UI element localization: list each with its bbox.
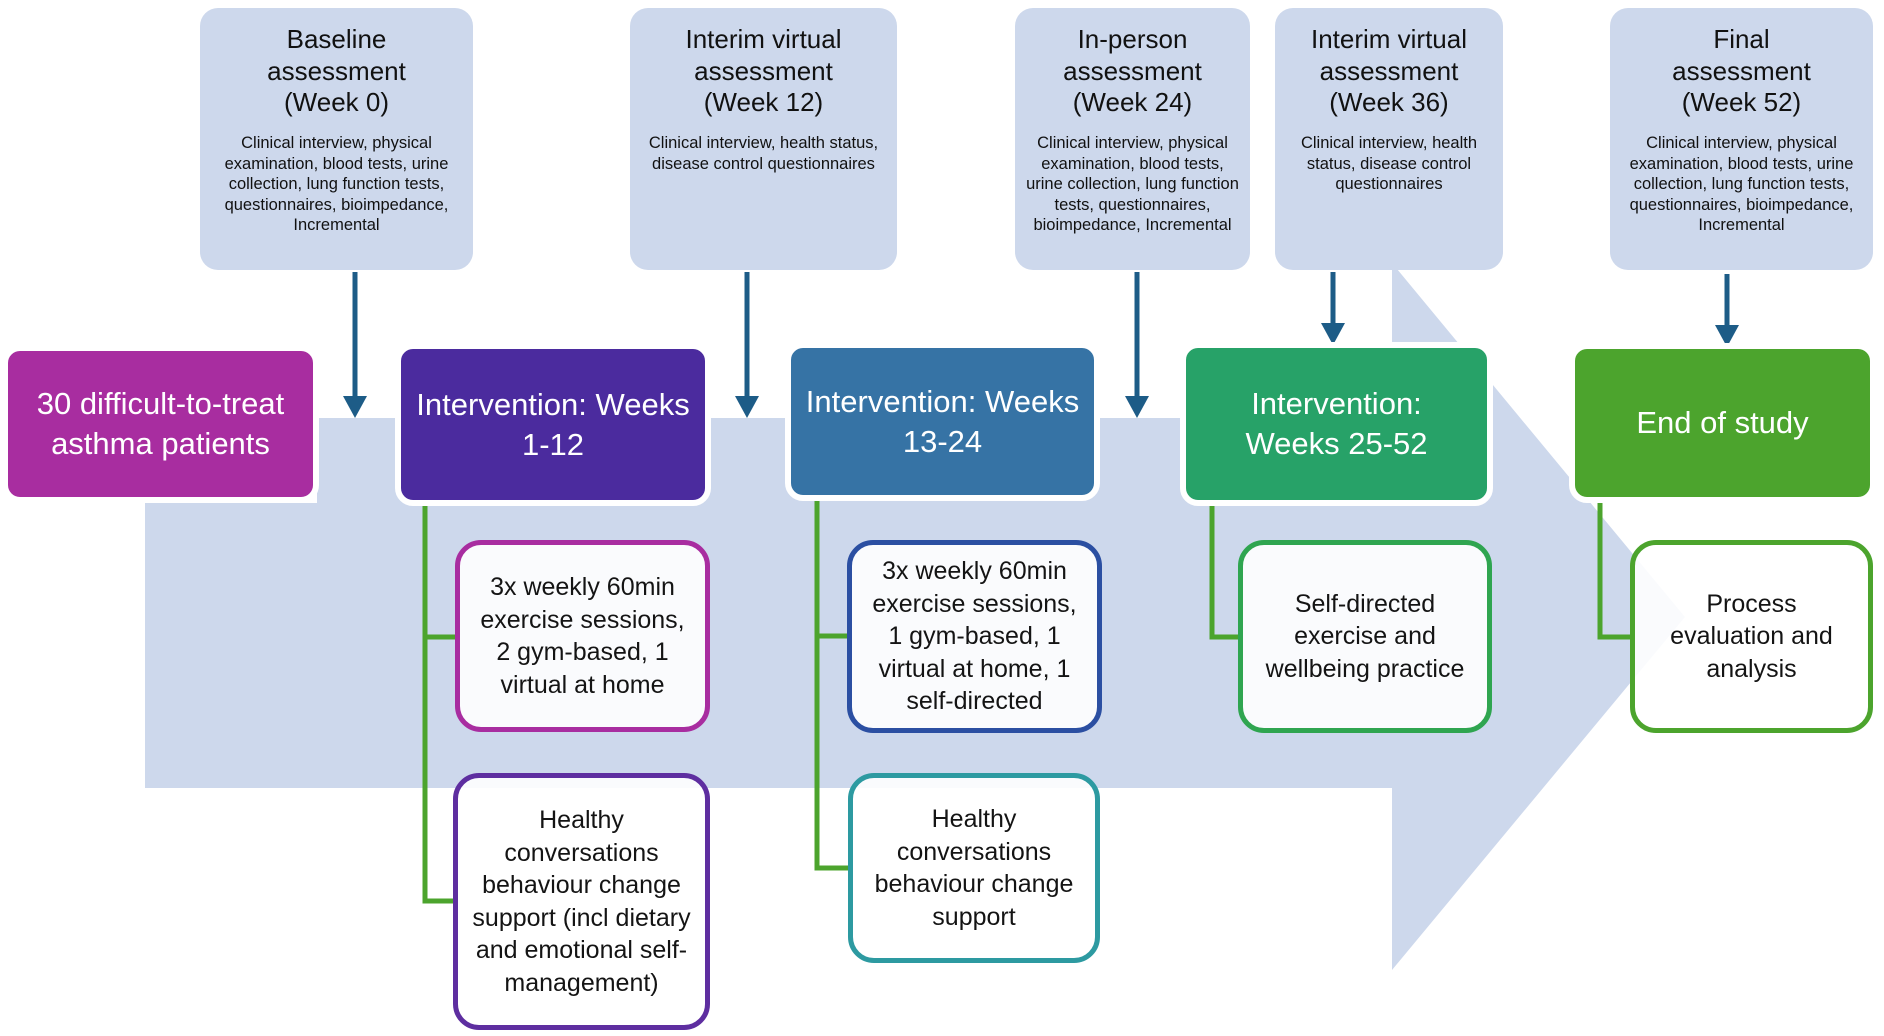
detail-exercise-weeks-1-12: 3x weekly 60min exercise sessions, 2 gym… <box>455 540 710 732</box>
detail-text: Process evaluation and analysis <box>1670 589 1833 683</box>
detail-text: 3x weekly 60min exercise sessions, 1 gym… <box>872 557 1077 716</box>
detail-text: Healthy conversations behaviour change s… <box>472 806 691 997</box>
stage-intervention-weeks-13-24: Intervention: Weeks 13-24 <box>785 342 1100 501</box>
connector-intervention1 <box>422 503 458 904</box>
assessment-box-week36: Interim virtual assessment (Week 36) Cli… <box>1275 8 1503 270</box>
assessment-details: Clinical interview, physical examination… <box>1026 134 1239 234</box>
assessment-arrow-week0 <box>343 272 367 418</box>
connector-end-of-study <box>1597 500 1633 640</box>
detail-text: Healthy conversations behaviour change s… <box>874 805 1074 931</box>
detail-exercise-weeks-13-24: 3x weekly 60min exercise sessions, 1 gym… <box>847 540 1102 733</box>
connector-intervention2 <box>814 498 850 871</box>
stage-label: Intervention: Weeks 1-12 <box>416 386 690 462</box>
assessment-box-week24: In-person assessment (Week 24) Clinical … <box>1015 8 1250 270</box>
assessment-box-week52: Final assessment (Week 52) Clinical inte… <box>1610 8 1873 270</box>
stage-intervention-weeks-25-52: Intervention: Weeks 25-52 <box>1180 342 1493 506</box>
assessment-arrow-week52 <box>1715 274 1739 347</box>
assessment-details: Clinical interview, physical examination… <box>224 134 449 234</box>
assessment-title: Interim virtual assessment (Week 36) <box>1310 24 1468 118</box>
assessment-details: Clinical interview, physical examination… <box>1629 134 1854 234</box>
assessment-arrow-week36 <box>1321 272 1345 345</box>
connector-lines <box>422 498 1633 904</box>
stage-label: 30 difficult-to-treat asthma patients <box>36 386 285 461</box>
assessment-box-week0: Baseline assessment (Week 0) Clinical in… <box>200 8 473 270</box>
stage-end-of-study: End of study <box>1569 343 1876 503</box>
stage-patients: 30 difficult-to-treat asthma patients <box>2 345 319 503</box>
stage-label: Intervention: Weeks 13-24 <box>805 383 1080 459</box>
assessment-title: Baseline assessment (Week 0) <box>267 24 406 118</box>
detail-healthy-conversations-2: Healthy conversations behaviour change s… <box>848 773 1100 963</box>
assessment-box-week12: Interim virtual assessment (Week 12) Cli… <box>630 8 897 270</box>
detail-text: 3x weekly 60min exercise sessions, 2 gym… <box>480 573 685 699</box>
assessment-title: In-person assessment (Week 24) <box>1063 24 1202 118</box>
assessment-title: Interim virtual assessment (Week 12) <box>685 24 842 118</box>
detail-self-directed-exercise: Self-directed exercise and wellbeing pra… <box>1238 540 1492 733</box>
assessment-arrows <box>343 272 1739 418</box>
assessment-arrow-week24 <box>1125 272 1149 418</box>
stage-intervention-weeks-1-12: Intervention: Weeks 1-12 <box>395 343 711 506</box>
assessment-arrow-week12 <box>735 272 759 418</box>
assessment-details: Clinical interview, health status, disea… <box>648 134 879 173</box>
assessment-title: Final assessment (Week 52) <box>1672 24 1811 118</box>
stage-label: Intervention: Weeks 25-52 <box>1245 386 1428 461</box>
detail-text: Self-directed exercise and wellbeing pra… <box>1265 589 1465 683</box>
connector-intervention3 <box>1209 503 1241 640</box>
assessment-details: Clinical interview, health status, disea… <box>1300 134 1478 194</box>
detail-process-evaluation: Process evaluation and analysis <box>1630 540 1873 733</box>
detail-healthy-conversations-1: Healthy conversations behaviour change s… <box>453 773 710 1030</box>
stage-label: End of study <box>1636 405 1809 441</box>
